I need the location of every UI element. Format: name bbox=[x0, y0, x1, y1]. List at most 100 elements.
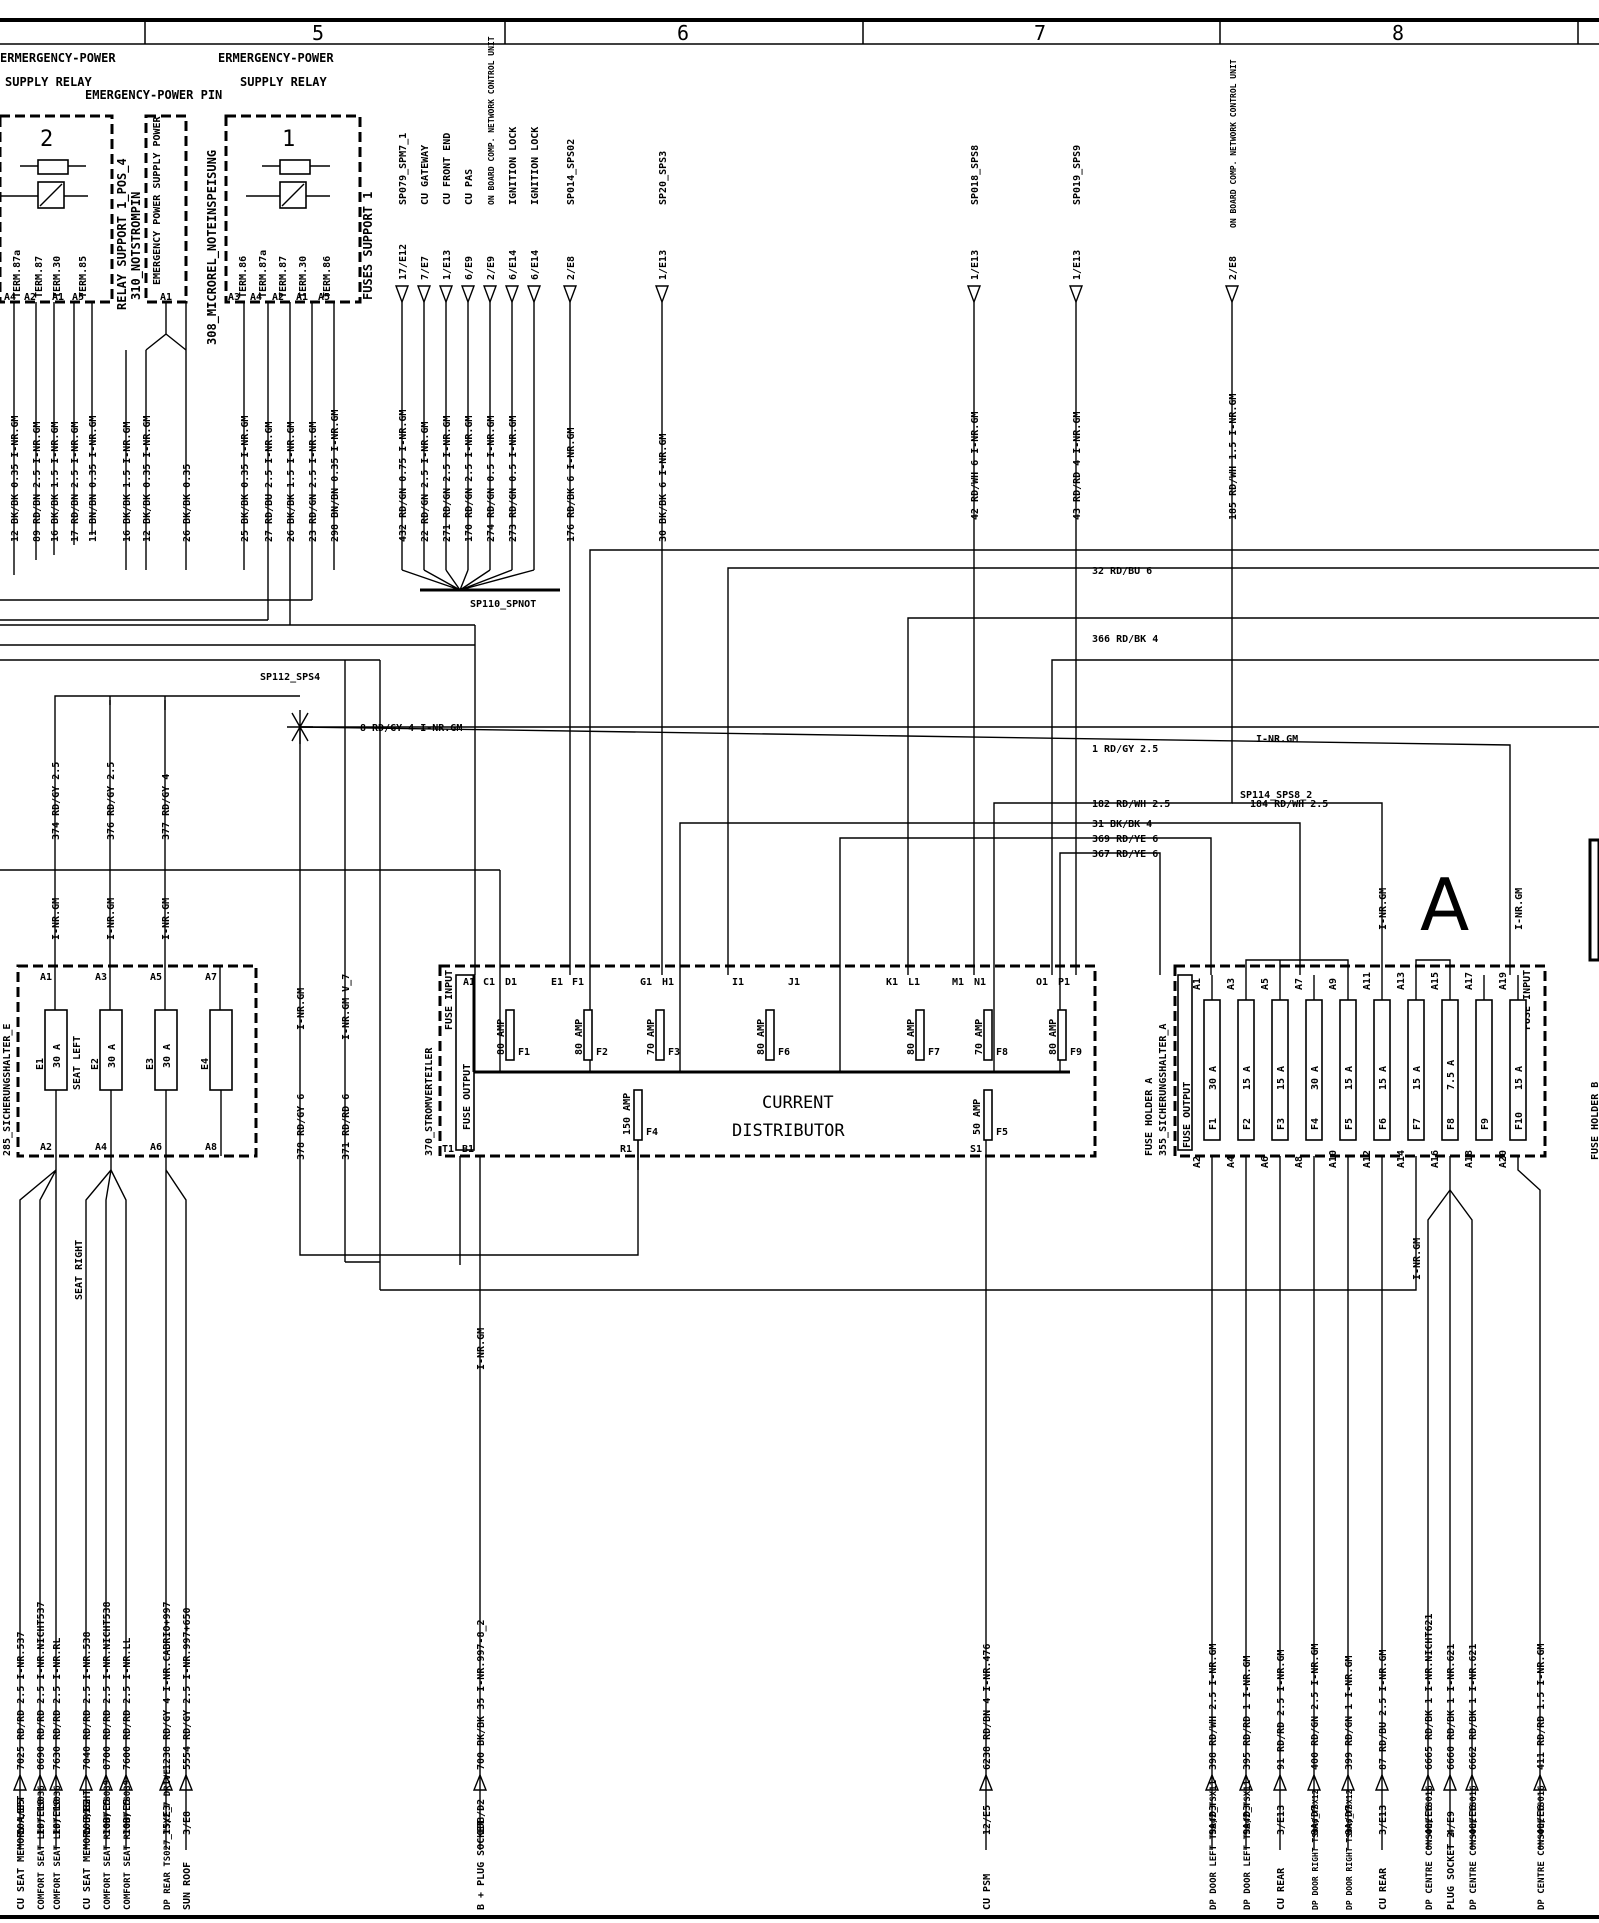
circuit-desc: COMFORT SEAT RIGHT TS039 bbox=[103, 1780, 113, 1910]
circuit-desc: SUN ROOF bbox=[182, 1862, 193, 1910]
fuse-holder-a-name: 355_SICHERUNGSHALTER_A bbox=[1158, 1024, 1169, 1156]
pin-label: A20 bbox=[1498, 1150, 1509, 1168]
fuse-rating: 15 A bbox=[1412, 1066, 1423, 1090]
wire-label: 432 RD/GN 0.75 I-NR.GM bbox=[398, 410, 409, 542]
svg-text:17/E12: 17/E12 bbox=[398, 244, 409, 280]
circuit-wire: 6665 RD/BK 1 I-NR.NICHT621 bbox=[1424, 1613, 1435, 1770]
wire-label: 374 RD/GY 2.5 bbox=[51, 762, 62, 840]
circuit-desc: COMFORT SEAT LEFT TS036 bbox=[37, 1785, 47, 1910]
wire-label: 30 BK/BK 6 I-NR.GM bbox=[658, 434, 669, 542]
svg-text:2/E8: 2/E8 bbox=[566, 256, 577, 280]
svg-text:ON BOARD COMP. NETWORK CONTROL: ON BOARD COMP. NETWORK CONTROL UNIT bbox=[487, 36, 496, 205]
fuse-id: F4 bbox=[646, 1127, 658, 1138]
circuit-conn: 10/E10 bbox=[52, 1799, 63, 1835]
svg-text:1/E13: 1/E13 bbox=[442, 250, 453, 280]
circuit-desc: DP CENTRE CONSOLE TS016 bbox=[1537, 1785, 1547, 1910]
connector: 7/E7 CU GATEWAY bbox=[416, 145, 432, 304]
fuse-output-label: FUSE OUTPUT bbox=[462, 1064, 473, 1130]
circuit-conn: 9A/D7 bbox=[1344, 1805, 1355, 1835]
fuses-support-label: FUSES SUPPORT 1 bbox=[361, 192, 375, 300]
fuse-id: F5 bbox=[996, 1127, 1008, 1138]
circuit: 8700 RD/RD 2.5 I-NR.NICHT538 10B/E5 COMF… bbox=[102, 1601, 113, 1910]
pin-label: K1 bbox=[886, 977, 898, 988]
pin-title: EMERGENCY-POWER PIN bbox=[85, 88, 222, 102]
splice-sp110: SP110_SPNOT bbox=[470, 599, 536, 610]
circuit-conn: 40/E6 bbox=[1424, 1805, 1435, 1835]
term-label: TERM.86 bbox=[322, 256, 333, 298]
fuse-id: F8 bbox=[996, 1047, 1008, 1058]
svg-text:2/E9: 2/E9 bbox=[486, 256, 497, 280]
fuse-id: E2 bbox=[90, 1058, 101, 1070]
relay-support-label: RELAY SUPPORT 1_POS_4 bbox=[115, 158, 130, 310]
bottom-circuits bbox=[19, 1169, 187, 1850]
relay1-title-line1: ERMERGENCY-POWER bbox=[218, 51, 334, 65]
fuse-id: F7 bbox=[1412, 1118, 1423, 1130]
pin-label: A8 bbox=[1294, 1156, 1305, 1168]
pin-label: A7 bbox=[205, 972, 217, 983]
circuit-conn: 12/E5 bbox=[982, 1805, 993, 1835]
circuit-wire: 411 RD/RD 1.5 I-NR.GM bbox=[1536, 1644, 1547, 1770]
distributor-title-line2: DISTRIBUTOR bbox=[732, 1121, 845, 1141]
pin-label: A9 bbox=[1328, 978, 1339, 990]
pin-label: A7 bbox=[1294, 978, 1305, 990]
fuse-rating: 30 A bbox=[1208, 1066, 1219, 1090]
circuit-conn: 10B/E5 bbox=[102, 1799, 113, 1835]
connector: 2/E9 ON BOARD COMP. NETWORK CONTROL UNIT bbox=[482, 36, 498, 304]
circuit-conn: 10B/E2 bbox=[82, 1799, 93, 1835]
bus-label: I-NR.GM bbox=[1256, 734, 1298, 745]
fuse-id: E3 bbox=[145, 1058, 156, 1070]
seat-right-label: SEAT RIGHT bbox=[74, 1240, 85, 1300]
circuit-conn: 3/E13 bbox=[1378, 1805, 1389, 1835]
circuit-wire: 6662 RD/BK 1 I-NR.621 bbox=[1468, 1644, 1479, 1770]
fuse-holder-a-name: FUSE HOLDER A bbox=[1144, 1078, 1155, 1156]
fuse-input-label: FUSE INPUT bbox=[1522, 970, 1533, 1030]
fuse-id: F2 bbox=[1242, 1118, 1253, 1130]
bus-label: 366 RD/BK 4 bbox=[1092, 634, 1158, 645]
fuse-id: F1 bbox=[1208, 1118, 1219, 1130]
pin-label: A5 bbox=[72, 292, 84, 303]
circuit: 6238 RD/BN 4 I-NR.476 12/E5 CU PSM bbox=[982, 1644, 993, 1910]
circuit-wire: 399 RD/GN 1 I-NR.GM bbox=[1344, 1656, 1355, 1770]
seat-left-label: SEAT LEFT bbox=[72, 1036, 83, 1090]
bus-label: 32 RD/BU 6 bbox=[1092, 566, 1152, 577]
circuit-desc: DP CENTRE CONSOLE TS016 bbox=[1469, 1785, 1479, 1910]
pin-label: A13 bbox=[1396, 972, 1407, 990]
circuit-conn: 9A/D3 bbox=[1242, 1805, 1253, 1835]
svg-text:CU PAS: CU PAS bbox=[464, 169, 475, 205]
circuit-conn: 10B/D2 bbox=[476, 1799, 487, 1835]
distributor-title-line1: CURRENT bbox=[762, 1093, 834, 1113]
wire-label: 271 RD/GN 2.5 I-NR.GM bbox=[442, 416, 453, 542]
pin-label: A18 bbox=[1464, 1150, 1475, 1168]
pin-label: A10 bbox=[1328, 1150, 1339, 1168]
circuit-desc: DP REAR TS027_TSX2_7 DRIVE bbox=[163, 1769, 173, 1910]
circuit-conn: 40/E6 bbox=[1468, 1805, 1479, 1835]
connector: 6/E9 CU PAS bbox=[460, 169, 476, 304]
pin-label: A1 bbox=[296, 292, 308, 303]
circuit-conn: 4/E9 bbox=[1446, 1811, 1457, 1835]
bottom-connectors bbox=[12, 1773, 1548, 1791]
circuit: 700 BK/BK 35 I-NR.997-8_2 10B/D2 B + PLU… bbox=[476, 1619, 487, 1910]
svg-text:IGNITION LOCK: IGNITION LOCK bbox=[508, 127, 519, 205]
column-label: 5 bbox=[312, 21, 324, 45]
circuit: 5554 RD/GY 2.5 I-NR.997+650 3/E8 SUN ROO… bbox=[182, 1607, 193, 1910]
wire-label: 23 RD/GN 2.5 I-NR.GM bbox=[308, 422, 319, 542]
relay-titles: ERMERGENCY-POWER SUPPLY RELAY ERMERGENCY… bbox=[0, 51, 334, 102]
fuse-id: E1 bbox=[35, 1058, 46, 1070]
column-label: 8 bbox=[1392, 21, 1404, 45]
circuit: 6660 RD/BK 1 I-NR.621 4/E9 PLUG SOCKET 2 bbox=[1446, 1644, 1457, 1910]
svg-text:2/E8: 2/E8 bbox=[1228, 256, 1239, 280]
connector: 17/E12 SP079_SPM7_1 bbox=[394, 133, 410, 304]
connector: 6/E14 IGNITION LOCK bbox=[504, 127, 520, 304]
svg-text:1/E13: 1/E13 bbox=[658, 250, 669, 280]
circuit: 87 RD/BU 2.5 I-NR.GM 3/E13 CU REAR bbox=[1378, 1650, 1389, 1910]
pin-label: A17 bbox=[1464, 972, 1475, 990]
wire-label: 185 RD/WH 1.5 I-NR.GM bbox=[1228, 394, 1239, 520]
circuit-desc: CU REAR bbox=[1378, 1867, 1389, 1910]
wire-label: 12 BK/BK 0.35 I-NR.GM bbox=[10, 416, 21, 542]
fuse-rating: 80 AMP bbox=[574, 1019, 585, 1055]
bus-label: 369 RD/YE 6 bbox=[1092, 834, 1158, 845]
pin-label: A8 bbox=[205, 1142, 217, 1153]
wire-label: 273 RD/GN 0.5 I-NR.GM bbox=[508, 416, 519, 542]
bus-label: 367 RD/YE 6 bbox=[1092, 849, 1158, 860]
circuit-desc: CU PSM bbox=[982, 1874, 993, 1910]
